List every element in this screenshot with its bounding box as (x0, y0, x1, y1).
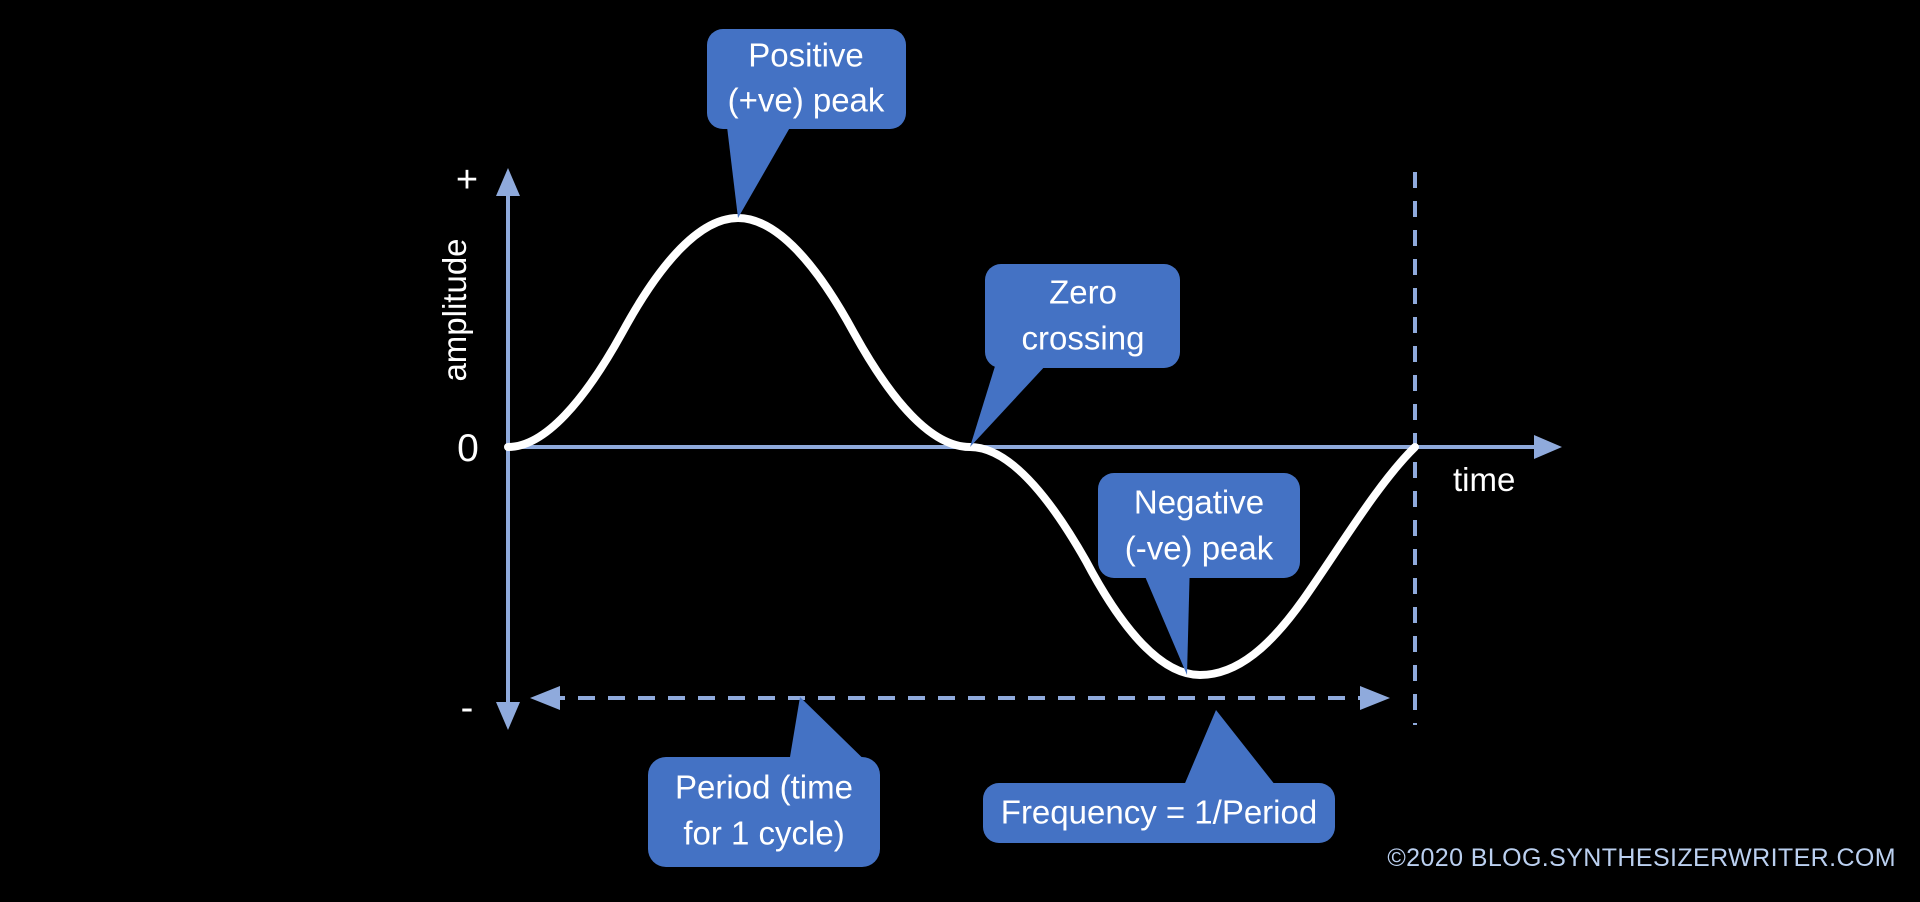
callout-negative-peak-box (1098, 473, 1300, 578)
copyright-text: ©2020 BLOG.SYNTHESIZERWRITER.COM (1387, 844, 1896, 872)
y-axis-minus-label: - (461, 687, 474, 729)
period-arrow-right-icon (1360, 686, 1390, 710)
callout-period-box (648, 757, 880, 867)
callout-frequency-tail (1180, 710, 1283, 795)
callout-frequency[interactable]: Frequency = 1/Period (983, 710, 1335, 843)
callout-negative-peak-line2: (-ve) peak (1125, 530, 1274, 567)
callout-period-line2: for 1 cycle) (683, 815, 844, 852)
callout-zero-crossing-line2: crossing (1022, 320, 1145, 357)
callout-zero-crossing-box (985, 264, 1180, 368)
y-axis-plus-label: + (456, 159, 478, 201)
callout-period-tail (787, 697, 880, 775)
y-axis-up-arrow-icon (496, 168, 520, 196)
callout-positive-peak[interactable]: Positive (+ve) peak (707, 29, 906, 218)
callout-positive-peak-line1: Positive (748, 37, 864, 74)
callout-period-line1: Period (time (675, 769, 853, 806)
callout-negative-peak-line1: Negative (1134, 484, 1264, 521)
x-axis-right-arrow-icon (1534, 435, 1562, 459)
callout-zero-crossing-line1: Zero (1049, 274, 1117, 311)
axis-labels-group: + amplitude 0 - time (436, 159, 1515, 729)
callout-frequency-box (983, 783, 1335, 843)
axes-group (496, 168, 1562, 730)
callout-negative-peak-tail (1138, 560, 1190, 675)
callout-zero-crossing[interactable]: Zero crossing (970, 264, 1180, 447)
callout-positive-peak-line2: (+ve) peak (728, 82, 885, 119)
callout-positive-peak-tail (725, 110, 800, 218)
callout-positive-peak-box (707, 29, 906, 129)
callout-frequency-line1: Frequency = 1/Period (1001, 794, 1317, 831)
period-arrow-left-icon (530, 686, 560, 710)
callout-zero-crossing-tail (970, 350, 1060, 447)
callout-period[interactable]: Period (time for 1 cycle) (648, 697, 880, 867)
y-axis-zero-label: 0 (457, 427, 479, 470)
callout-negative-peak[interactable]: Negative (-ve) peak (1098, 473, 1300, 675)
x-axis-title: time (1453, 461, 1515, 498)
period-dimension-arrow (530, 686, 1390, 710)
y-axis-title: amplitude (436, 238, 473, 381)
sine-waveform (504, 214, 1419, 679)
y-axis-down-arrow-icon (496, 702, 520, 730)
